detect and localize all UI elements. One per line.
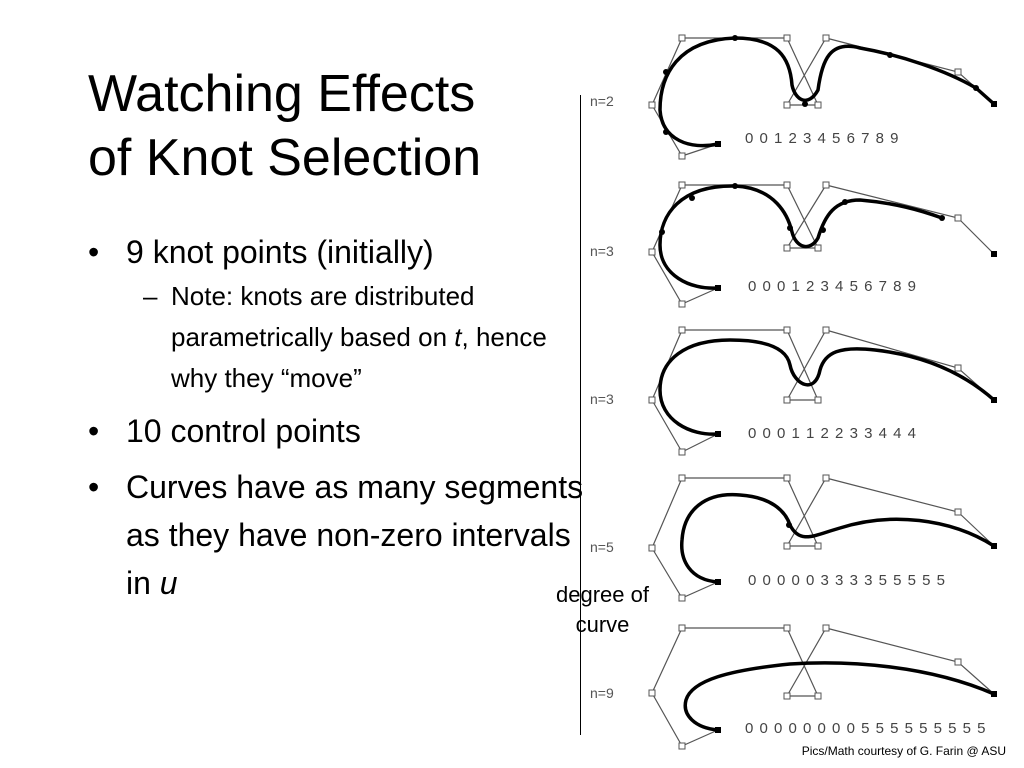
knot-dot (842, 199, 848, 205)
control-point (648, 544, 656, 552)
knot-dot (787, 225, 793, 231)
control-point (678, 742, 686, 750)
diagram-n3-uniform: n=3 0 0 0 1 2 3 4 5 6 7 8 9 (590, 181, 997, 308)
title-line-1: Watching Effects (88, 65, 476, 123)
knot-vector-n2: 0 0 1 2 3 4 5 6 7 8 9 (745, 130, 899, 147)
diagram-n9: n=9 0 0 0 0 0 0 0 0 5 5 5 5 5 5 5 5 5 (590, 624, 997, 750)
bspline-curve (658, 36, 996, 148)
knot-dot (732, 35, 738, 41)
control-point (814, 244, 822, 252)
control-point (678, 152, 686, 160)
degree-label-n3-second: n=3 (590, 391, 614, 407)
control-point (783, 474, 791, 482)
degree-label-n2: n=2 (590, 93, 614, 109)
control-point (822, 34, 830, 42)
bullet-list: 9 knot points (initially) Note: knots ar… (86, 228, 586, 607)
end-point (991, 543, 997, 549)
bspline-curve (658, 338, 996, 436)
knot-vector-n9: 0 0 0 0 0 0 0 0 5 5 5 5 5 5 5 5 5 (745, 720, 987, 737)
control-point (678, 181, 686, 189)
knot-vector-n3-uniform: 0 0 0 1 2 3 4 5 6 7 8 9 (748, 278, 917, 295)
knot-dot (786, 522, 792, 528)
control-point (814, 542, 822, 550)
control-point (783, 101, 791, 109)
degree-of-curve-label: degree of curve (556, 582, 649, 637)
control-point (678, 624, 686, 632)
control-point (678, 326, 686, 334)
title-line-2: of Knot Selection (88, 129, 482, 187)
degree-axis-line (580, 95, 581, 735)
knot-dot (663, 129, 669, 135)
sub-bullet-knot-distribution: Note: knots are distributed parametrical… (86, 276, 586, 399)
control-polygon (651, 329, 995, 453)
knot-dot (887, 52, 893, 58)
control-point (783, 396, 791, 404)
slide-title: Watching Effects of Knot Selection (88, 62, 588, 190)
end-point (715, 285, 721, 291)
control-point (678, 34, 686, 42)
knot-vector-n3-multiple: 0 0 0 1 1 2 2 3 3 4 4 4 (748, 425, 917, 442)
knot-dot (973, 85, 979, 91)
control-point (954, 68, 962, 76)
control-point (648, 396, 656, 404)
control-polygon (651, 184, 995, 305)
bullet-knot-points: 9 knot points (initially) (86, 228, 586, 276)
degree-label-n9: n=9 (590, 685, 614, 701)
control-point (954, 364, 962, 372)
control-point (783, 542, 791, 550)
end-point (991, 691, 997, 697)
diagram-n5: n=5 0 0 0 0 0 3 3 3 3 5 5 5 5 5 (590, 474, 997, 602)
control-point (783, 624, 791, 632)
bullet-control-points: 10 control points (86, 407, 586, 455)
control-point (822, 326, 830, 334)
control-point (648, 248, 656, 256)
control-point (822, 474, 830, 482)
control-point (822, 624, 830, 632)
control-point (648, 689, 656, 697)
end-point (715, 727, 721, 733)
knot-dot (820, 227, 826, 233)
control-point (814, 101, 822, 109)
control-point (822, 181, 830, 189)
control-point (954, 658, 962, 666)
diagram-n2: n=2 0 0 1 2 3 4 5 6 7 8 9 (590, 34, 997, 160)
bspline-curve (658, 184, 944, 290)
knot-dot (732, 183, 738, 189)
degree-label-n3: n=3 (590, 243, 614, 259)
control-point (814, 396, 822, 404)
knot-dot (939, 215, 945, 221)
knot-dot (802, 101, 808, 107)
control-point (678, 594, 686, 602)
end-point (991, 397, 997, 403)
control-point (783, 244, 791, 252)
bspline-curve (683, 661, 996, 732)
bullet-segments: Curves have as many segments as they hav… (86, 463, 586, 607)
control-point (783, 326, 791, 334)
control-point (648, 101, 656, 109)
control-point (678, 300, 686, 308)
end-point (715, 141, 721, 147)
image-credit: Pics/Math courtesy of G. Farin @ ASU (801, 744, 1006, 758)
knot-dot (659, 229, 665, 235)
control-point (783, 34, 791, 42)
end-point (991, 251, 997, 257)
control-point (783, 692, 791, 700)
control-polygon (651, 477, 995, 599)
degree-label-n5: n=5 (590, 539, 614, 555)
knot-dot (663, 69, 669, 75)
control-point (954, 214, 962, 222)
control-point (814, 692, 822, 700)
control-point (678, 448, 686, 456)
knot-vector-n5: 0 0 0 0 0 3 3 3 3 5 5 5 5 5 (748, 572, 946, 589)
control-point (783, 181, 791, 189)
control-point (678, 474, 686, 482)
end-point (715, 431, 721, 437)
control-point (954, 508, 962, 516)
end-point (715, 579, 721, 585)
diagram-n3-multiple: n=3 0 0 0 1 1 2 2 3 3 4 4 4 (590, 326, 997, 456)
end-point (991, 101, 997, 107)
knot-dot (689, 195, 695, 201)
bspline-curve (680, 492, 996, 584)
